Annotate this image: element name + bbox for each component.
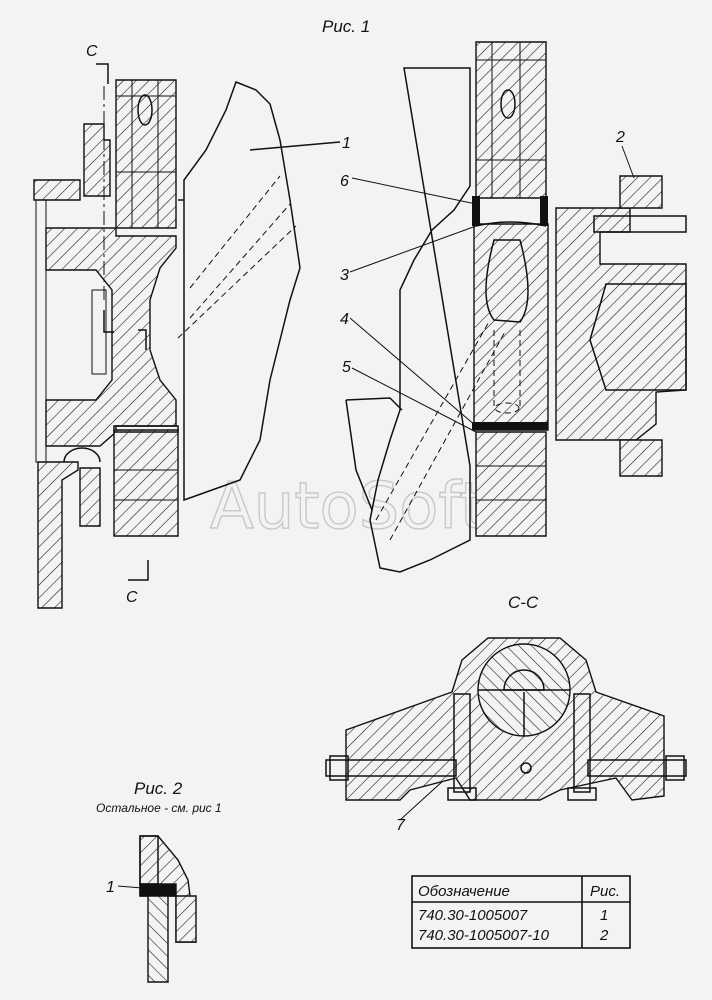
housing-bore bbox=[589, 283, 687, 391]
fig2-view bbox=[139, 835, 197, 983]
fig1-right-view bbox=[345, 41, 687, 573]
table-row-2-designation: 740.30-1005007-10 bbox=[418, 927, 550, 944]
fig1-left-view bbox=[33, 63, 341, 609]
crankshaft-hub bbox=[45, 227, 177, 447]
oil-seal-lip bbox=[63, 447, 101, 463]
section-mark-label-top: С bbox=[86, 43, 98, 60]
housing-inner-wall bbox=[35, 199, 47, 463]
flywheel-section-upper bbox=[475, 41, 547, 199]
housing-lower-wall bbox=[37, 461, 79, 609]
watermark-text: AutoSoft bbox=[210, 470, 485, 544]
callout-1: 1 bbox=[342, 135, 351, 152]
pin-right bbox=[587, 759, 687, 777]
flywheel-lower bbox=[113, 429, 179, 537]
hub-cavity bbox=[485, 239, 529, 323]
callout-6: 6 bbox=[340, 173, 349, 190]
table-row-2-figure: 2 bbox=[599, 927, 609, 944]
seal-ring-bottom bbox=[79, 467, 101, 527]
fig2-note: Остальное - см. рис 1 bbox=[96, 801, 222, 815]
designation-table: Обозначение Рис. 740.30-1005007 1 740.30… bbox=[411, 875, 631, 949]
callout-5: 5 bbox=[342, 359, 351, 376]
section-mark-bottom bbox=[128, 560, 149, 581]
bushing-lower bbox=[113, 425, 179, 433]
flywheel-section-lower bbox=[475, 431, 547, 537]
housing-top-flange bbox=[33, 179, 81, 201]
hidden-line-2 bbox=[189, 203, 291, 319]
section-mark-top bbox=[96, 63, 109, 84]
hub-center bbox=[473, 223, 549, 431]
bolt-left bbox=[453, 693, 471, 793]
bolt-channel-upper bbox=[131, 79, 159, 229]
seal-ring-top bbox=[83, 123, 111, 197]
section-cc-view bbox=[325, 637, 687, 801]
housing-right bbox=[555, 207, 687, 441]
fig2-title: Рис. 2 bbox=[134, 779, 183, 798]
table-header-designation: Обозначение bbox=[418, 883, 510, 900]
pin-shaft bbox=[593, 215, 687, 233]
table-row-1-figure: 1 bbox=[600, 907, 608, 924]
fig2-shaft bbox=[147, 895, 169, 983]
pin-left bbox=[325, 759, 457, 777]
fig2-bushing bbox=[139, 883, 177, 897]
bushing-right-top bbox=[540, 196, 548, 226]
bolt-hole-upper bbox=[137, 94, 153, 126]
fig1-title: Рис. 1 bbox=[322, 17, 370, 36]
callout-leaders bbox=[117, 145, 635, 889]
callout-3: 3 bbox=[340, 267, 349, 284]
fig2-callout-1: 1 bbox=[106, 879, 115, 896]
callout-7: 7 bbox=[396, 817, 406, 834]
section-mark-label-bottom: С bbox=[126, 589, 138, 606]
crankshaft-web bbox=[369, 67, 471, 573]
hidden-line-3 bbox=[177, 225, 297, 339]
section-line-a bbox=[103, 310, 114, 333]
callout-2: 2 bbox=[615, 129, 625, 146]
pin-head bbox=[619, 175, 663, 209]
bushing-left-top bbox=[472, 196, 480, 226]
bushing-lower bbox=[472, 422, 548, 430]
flywheel-upper bbox=[115, 79, 177, 229]
bolt-right bbox=[573, 693, 591, 793]
callout-4: 4 bbox=[340, 311, 349, 328]
housing-lower-lug bbox=[619, 439, 663, 477]
table-header-figure: Рис. bbox=[590, 883, 620, 900]
table-row-1-designation: 740.30-1005007 bbox=[418, 907, 528, 924]
flywheel-disk bbox=[183, 81, 301, 502]
section-line-b bbox=[138, 329, 147, 350]
hidden-line-1 bbox=[189, 175, 281, 289]
section-title: С-С bbox=[508, 593, 539, 612]
